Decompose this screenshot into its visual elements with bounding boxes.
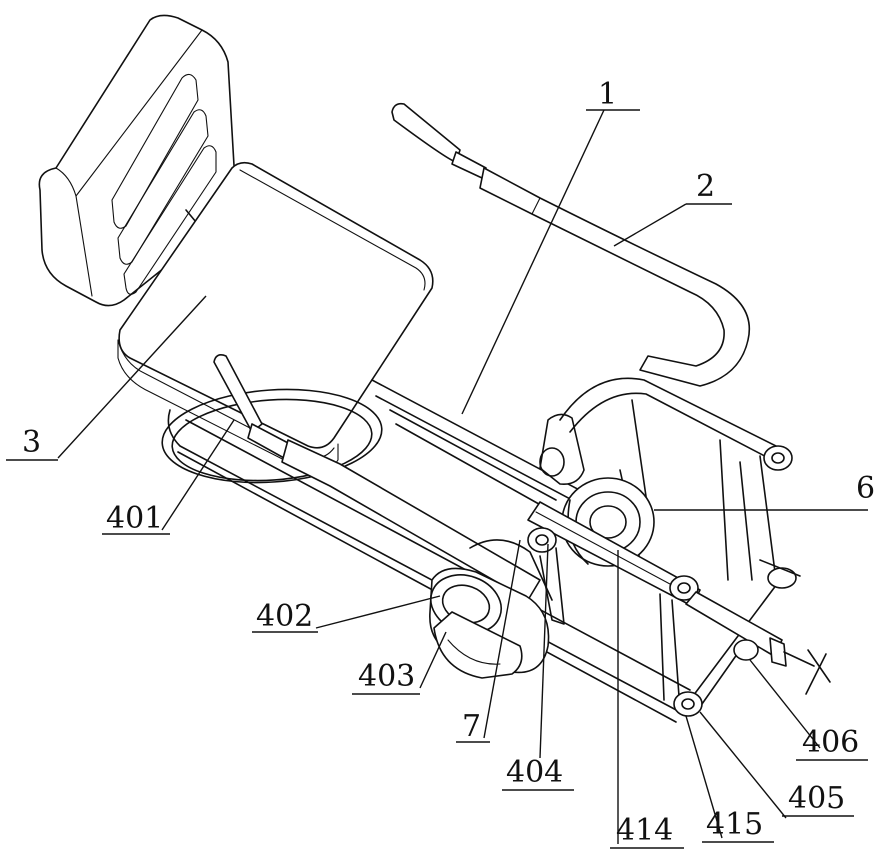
part-label-415: 415 — [702, 807, 774, 843]
label-idler-frame: 404 — [506, 755, 563, 790]
handle-arm — [391, 102, 750, 387]
lower-pulleys — [673, 639, 759, 717]
adjust-rod — [685, 591, 831, 695]
label-adjust-rod: 406 — [802, 725, 859, 760]
label-seat: 3 — [22, 425, 41, 460]
under-seat-belt-inner — [171, 398, 373, 482]
part-label-414: 414 — [610, 813, 684, 849]
part-label-3: 3 — [6, 425, 58, 461]
label-belt-pulley: 402 — [256, 599, 313, 634]
part-label-406: 406 — [796, 725, 868, 761]
label-lower-pulley: 415 — [706, 807, 763, 842]
label-guide-rail: 414 — [616, 813, 673, 848]
label-seat-frame: 1 — [598, 77, 617, 112]
part-label-7: 7 — [456, 709, 490, 744]
part-label-2: 2 — [686, 169, 732, 205]
part-label-404: 404 — [502, 755, 574, 791]
idler-frame — [527, 501, 701, 625]
part-label-401: 401 — [102, 501, 170, 536]
rear-frame — [539, 377, 801, 589]
label-connector: 7 — [462, 709, 481, 744]
under-seat-belt — [161, 388, 383, 484]
crank-assembly — [429, 539, 553, 679]
part-label-402: 402 — [252, 599, 318, 634]
part-label-405: 405 — [782, 781, 854, 817]
part-label-6: 6 — [856, 471, 875, 506]
label-flywheel: 6 — [856, 471, 875, 506]
part-label-1: 1 — [586, 77, 640, 112]
part-label-403: 403 — [352, 659, 420, 695]
label-handle-arm: 2 — [696, 169, 715, 204]
leader-lines — [57, 109, 868, 844]
label-corner-pulley: 405 — [788, 781, 845, 816]
label-lever: 401 — [106, 501, 163, 536]
lever — [213, 354, 541, 601]
label-crank-wheel: 403 — [358, 659, 415, 694]
